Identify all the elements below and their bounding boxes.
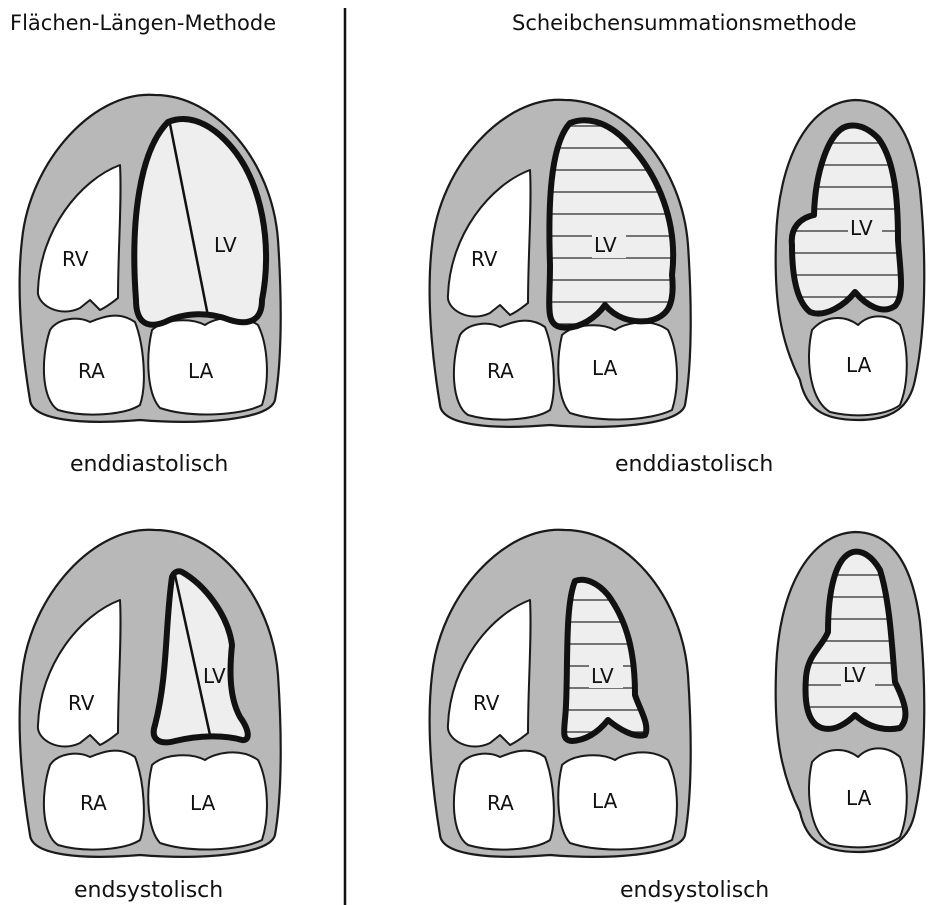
label-lv: LV xyxy=(214,233,237,257)
caption-end-diastolic: enddiastolisch xyxy=(70,452,228,477)
label-la: LA xyxy=(592,789,618,813)
label-ra: RA xyxy=(78,359,105,383)
caption-end-systolic: endsystolisch xyxy=(74,878,223,903)
caption-end-diastolic: enddiastolisch xyxy=(615,452,773,477)
caption-end-systolic: endsystolisch xyxy=(620,878,769,903)
label-rv: RV xyxy=(473,691,500,715)
label-lv: LV xyxy=(203,664,226,688)
label-ra: RA xyxy=(80,791,107,815)
label-la: LA xyxy=(592,356,618,380)
label-rv: RV xyxy=(62,247,89,271)
label-la: LA xyxy=(188,359,214,383)
label-rv: RV xyxy=(68,691,95,715)
heart-disc-4ch-systolic xyxy=(430,530,691,857)
label-ra: RA xyxy=(487,791,514,815)
label-la: LA xyxy=(846,353,872,377)
title-disc-summation-method: Scheibchensummationsmethode xyxy=(512,11,857,35)
label-lv: LV xyxy=(594,233,617,257)
label-ra: RA xyxy=(487,359,514,383)
label-lv: LV xyxy=(850,216,873,240)
heart-area-length-systolic xyxy=(20,530,281,857)
label-la: LA xyxy=(190,791,216,815)
title-area-length-method: Flächen-Längen-Methode xyxy=(10,11,276,35)
heart-area-length-diastolic xyxy=(20,95,281,422)
heart-disc-4ch-diastolic xyxy=(430,100,691,427)
label-lv: LV xyxy=(843,663,866,687)
label-la: LA xyxy=(846,786,872,810)
label-rv: RV xyxy=(471,247,498,271)
label-lv: LV xyxy=(591,664,614,688)
